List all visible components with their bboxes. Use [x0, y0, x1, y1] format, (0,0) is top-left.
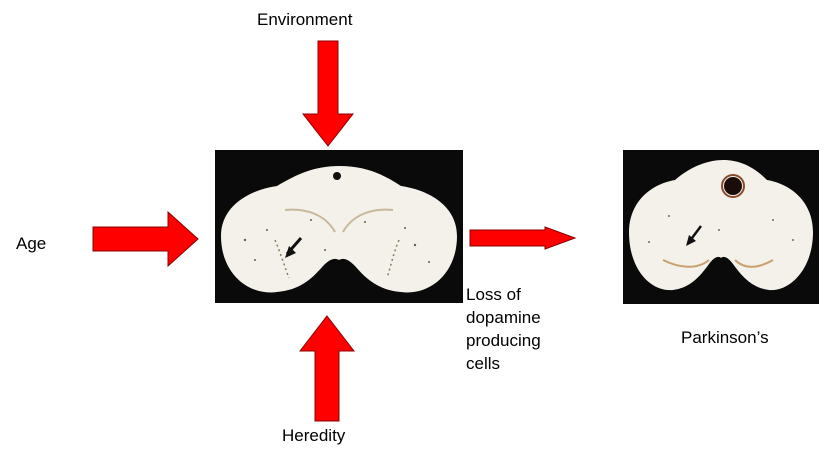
loss-label-line-2: dopamine [466, 306, 541, 329]
loss-label-line-4: cells [466, 352, 541, 375]
age-label: Age [16, 233, 46, 255]
age-arrow [92, 211, 200, 267]
parkinsons-midbrain-image [623, 150, 819, 304]
heredity-label: Heredity [282, 425, 345, 447]
loss-of-cells-label: Loss of dopamine producing cells [466, 283, 541, 375]
parkinsons-label: Parkinson’s [681, 327, 769, 349]
loss-label-line-1: Loss of [466, 283, 541, 306]
environment-arrow [302, 40, 354, 148]
heredity-arrow [299, 315, 355, 423]
normal-midbrain-image [215, 150, 463, 303]
environment-label: Environment [257, 9, 352, 31]
loss-label-line-3: producing [466, 329, 541, 352]
loss-arrow [469, 226, 577, 250]
